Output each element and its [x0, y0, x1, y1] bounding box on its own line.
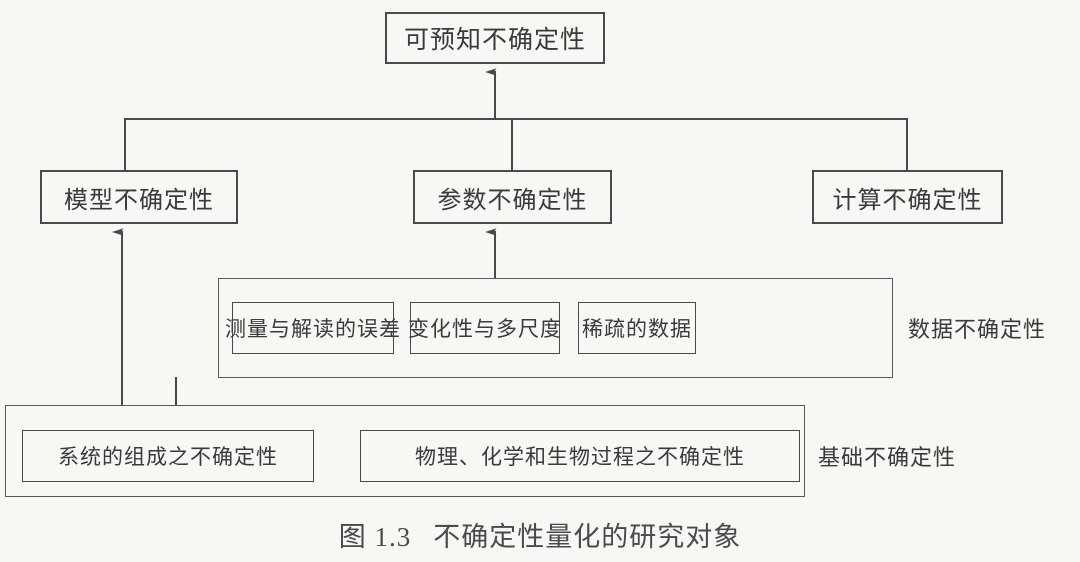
node-measurement-interpretation-error[interactable]: 测量与解读的误差: [225, 302, 400, 354]
node-variability-multiscale[interactable]: 变化性与多尺度: [408, 302, 561, 354]
label-data-uncertainty: 数据不确定性: [908, 317, 1047, 342]
node-system-composition-uncertainty[interactable]: 系统的组成之不确定性: [22, 430, 314, 482]
label-base-uncertainty: 基础不确定性: [818, 445, 957, 470]
node-sparse-data[interactable]: 稀疏的数据: [578, 302, 696, 354]
node-computation-uncertainty[interactable]: 计算不确定性: [812, 170, 1003, 224]
figure-title: 不确定性量化的研究对象: [433, 522, 742, 552]
node-predictable-uncertainty[interactable]: 可预知不确定性: [385, 12, 605, 64]
node-model-uncertainty[interactable]: 模型不确定性: [40, 170, 238, 224]
figure-caption: 图 1.3 不确定性量化的研究对象: [0, 515, 1080, 554]
node-parameter-uncertainty[interactable]: 参数不确定性: [413, 170, 612, 224]
figure-number: 图 1.3: [338, 522, 412, 552]
node-physical-chemical-biological-process-uncertainty[interactable]: 物理、化学和生物过程之不确定性: [360, 430, 800, 482]
